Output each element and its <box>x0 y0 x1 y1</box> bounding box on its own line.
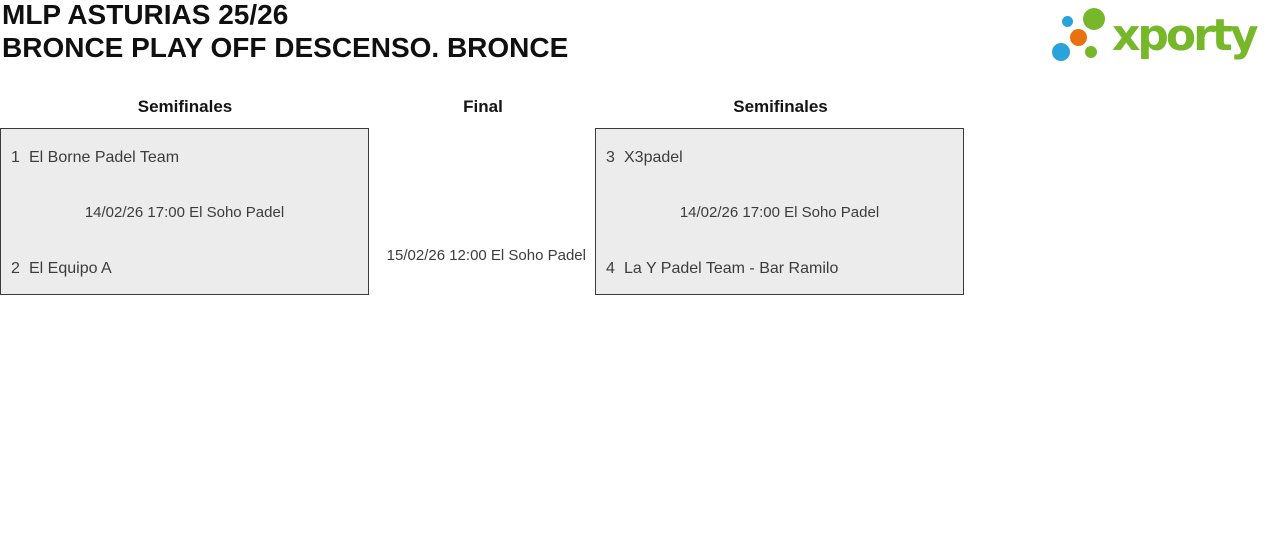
round-header-semifinals-left: Semifinales <box>137 97 233 116</box>
final-match-schedule: 15/02/26 12:00 El Soho Padel <box>386 247 586 264</box>
team-name: El Equipo A <box>29 260 112 277</box>
tournament-name: MLP ASTURIAS 25/26 <box>2 0 289 30</box>
logo-dot-green-large-icon <box>1083 8 1105 30</box>
match-schedule: 14/02/26 17:00 El Soho Padel <box>679 204 880 221</box>
logo-dot-blue-medium-icon <box>1052 43 1070 61</box>
page-title: MLP ASTURIAS 25/26 BRONCE PLAY OFF DESCE… <box>2 0 568 64</box>
team-seed: 4 <box>606 260 615 277</box>
team-seed: 2 <box>11 260 20 277</box>
match-box-semifinal-2[interactable]: 3 X3padel 14/02/26 17:00 El Soho Padel 4… <box>595 128 964 295</box>
logo-wordmark: xporty <box>1112 10 1259 61</box>
team-row[interactable]: 3 X3padel <box>606 148 955 168</box>
round-header-final: Final <box>463 97 503 116</box>
team-seed: 3 <box>606 149 615 166</box>
team-row[interactable]: 2 El Equipo A <box>11 259 360 279</box>
round-header-semifinals-right: Semifinales <box>733 97 828 116</box>
team-row[interactable]: 4 La Y Padel Team - Bar Ramilo <box>606 259 955 279</box>
team-row[interactable]: 1 El Borne Padel Team <box>11 148 360 168</box>
bracket-subtitle: BRONCE PLAY OFF DESCENSO. BRONCE <box>2 32 569 63</box>
match-schedule: 14/02/26 17:00 El Soho Padel <box>84 204 285 221</box>
team-name: La Y Padel Team - Bar Ramilo <box>624 260 839 277</box>
xporty-logo[interactable]: xporty <box>1050 0 1280 76</box>
team-seed: 1 <box>11 149 20 166</box>
match-box-semifinal-1[interactable]: 1 El Borne Padel Team 14/02/26 17:00 El … <box>0 128 369 295</box>
team-name: El Borne Padel Team <box>29 149 180 166</box>
logo-dot-orange-icon <box>1070 29 1087 46</box>
team-name: X3padel <box>624 149 683 166</box>
logo-dot-blue-small-icon <box>1062 16 1073 27</box>
logo-dot-green-small-icon <box>1085 46 1097 58</box>
